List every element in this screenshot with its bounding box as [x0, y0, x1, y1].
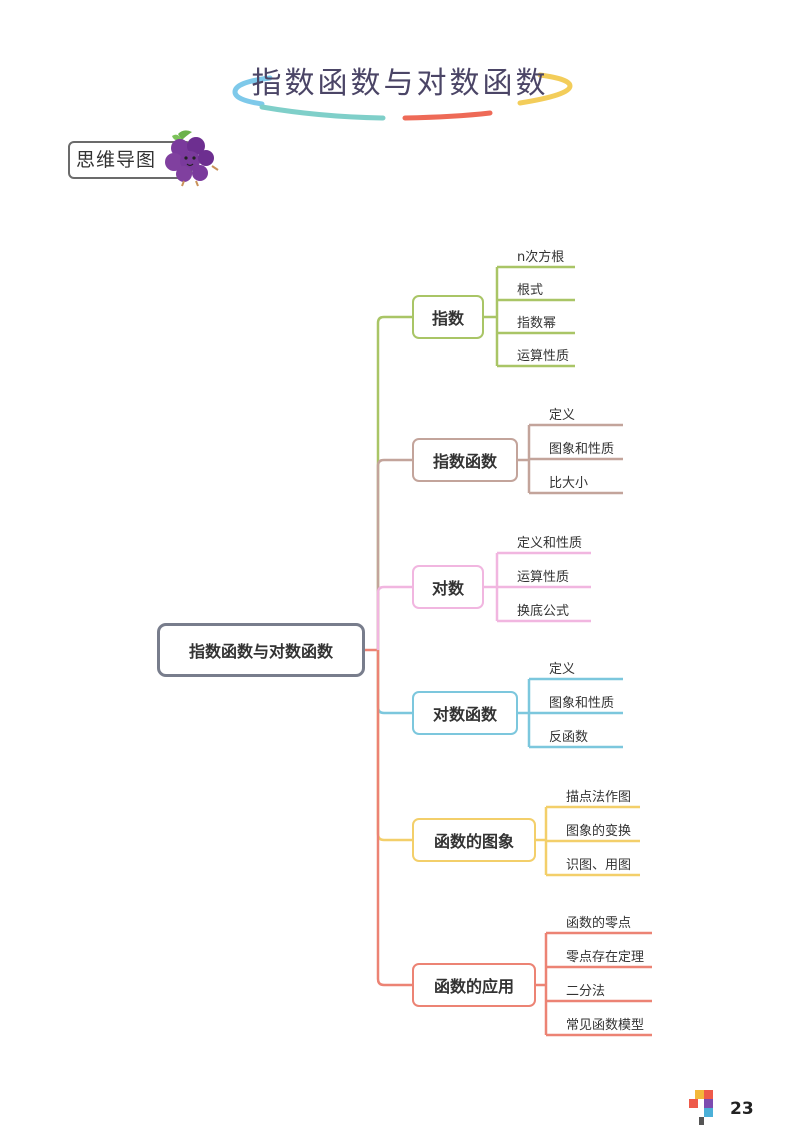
leaf-item: 图象和性质: [549, 696, 615, 711]
branch-connector: [376, 650, 412, 842]
leaf-item: 定义: [549, 408, 576, 423]
leaf-item: 识图、用图: [566, 858, 632, 873]
leaf-item: 二分法: [566, 984, 606, 999]
swoosh-blue: [232, 75, 273, 107]
branch-connector: [376, 585, 412, 650]
leaf-item: 运算性质: [517, 349, 570, 364]
leaf-item: 比大小: [549, 476, 589, 491]
branch-node: 对数: [412, 565, 484, 609]
page-title: 指数函数与对数函数: [251, 66, 549, 101]
leaf-item: n次方根: [517, 250, 565, 265]
branch-node: 指数函数: [412, 438, 518, 482]
leaf-item: 反函数: [549, 730, 589, 745]
swoosh-teal: [259, 104, 386, 121]
title-decoration: [232, 72, 573, 121]
leaf-item: 零点存在定理: [566, 950, 645, 965]
branch-connector: [376, 650, 412, 987]
branch-node: 对数函数: [412, 691, 518, 735]
grape-icon: [165, 130, 219, 187]
page-logo-icon: [689, 1090, 713, 1125]
page-number: 23: [730, 1099, 754, 1119]
leaf-item: 函数的零点: [566, 916, 632, 931]
leaf-item: 图象和性质: [549, 442, 615, 457]
swoosh-red: [402, 110, 493, 121]
leaf-item: 换底公式: [517, 604, 570, 619]
branch-node: 函数的应用: [412, 963, 536, 1007]
leaf-item: 指数幂: [517, 316, 557, 331]
branch-node: 函数的图象: [412, 818, 536, 862]
leaf-item: 定义: [549, 662, 576, 677]
leaf-item: 根式: [517, 283, 544, 298]
branch-connector: [376, 315, 412, 650]
branch-node: 指数: [412, 295, 484, 339]
leaf-item: 图象的变换: [566, 824, 632, 839]
leaf-item: 运算性质: [517, 570, 570, 585]
leaf-item: 常见函数模型: [566, 1018, 645, 1033]
branch-connector: [376, 458, 412, 650]
leaf-item: 描点法作图: [566, 790, 632, 805]
branch-connector: [376, 650, 412, 715]
root-node: 指数函数与对数函数: [157, 623, 365, 677]
swoosh-yellow: [517, 72, 573, 106]
leaf-item: 定义和性质: [517, 536, 583, 551]
